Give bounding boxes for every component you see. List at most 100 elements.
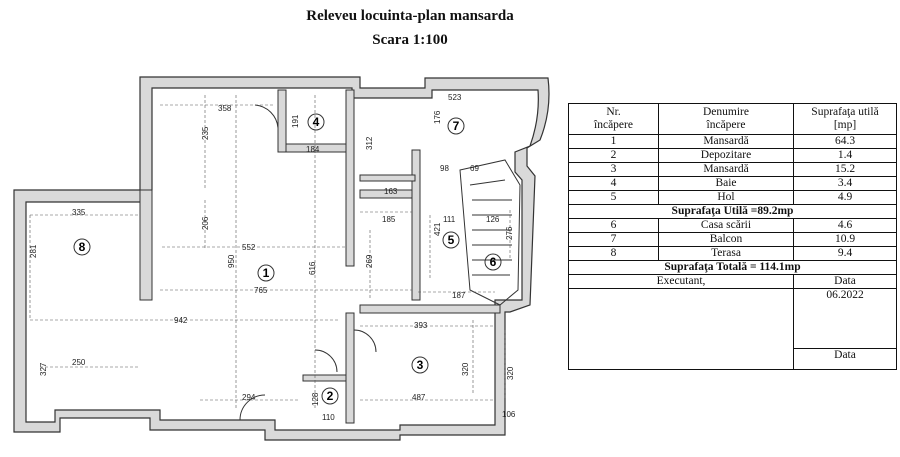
grand-total-row: Suprafaţa Totală = 114.1mp	[568, 260, 897, 275]
dim-label: 185	[382, 215, 396, 224]
cell: 3	[568, 162, 659, 177]
executant-label: Executant,	[568, 274, 794, 289]
header-room-number: Nr. încăpere	[568, 103, 659, 135]
room-number-5: 5	[448, 233, 455, 247]
header-area: Suprafaţa utilă [mp]	[793, 103, 897, 135]
signature-row: 06.2022	[568, 288, 897, 370]
drawing-title: Releveu locuinta-plan mansarda	[306, 8, 514, 24]
useful-total-row: Suprafaţa Utilă =89.2mp	[568, 204, 897, 219]
cell: 4.9	[793, 190, 897, 205]
cell: Balcon	[658, 232, 794, 247]
dim-label: 69	[470, 164, 479, 173]
dim-label: 98	[440, 164, 449, 173]
dim-label: 950	[227, 254, 236, 268]
dim-label: 335	[72, 208, 86, 217]
dim-label: 250	[72, 358, 86, 367]
cell: 7	[568, 232, 659, 247]
signature-area	[568, 288, 794, 370]
cell: 15.2	[793, 162, 897, 177]
date-row-2: Data	[569, 348, 897, 370]
cell: Casa scării	[658, 218, 794, 233]
grand-total: Suprafaţa Totală = 114.1mp	[568, 260, 897, 275]
dim-label: 184	[306, 145, 320, 154]
cell: 1.4	[793, 148, 897, 163]
dim-label: 128	[311, 392, 320, 406]
dim-label: 191	[291, 114, 300, 128]
cell: 6	[568, 218, 659, 233]
dim-label: 327	[39, 362, 48, 376]
dim-label: 187	[452, 291, 466, 300]
dim-label: 110	[322, 413, 335, 422]
cell: Mansardă	[658, 162, 794, 177]
cell: Hol	[658, 190, 794, 205]
dim-label: 393	[414, 321, 428, 330]
doors	[239, 104, 377, 421]
dim-label: 176	[433, 110, 442, 124]
room-number-7: 7	[453, 119, 460, 133]
room-labels: 1 2 3 4 5 6 7 8	[73, 113, 502, 405]
dim-label: 163	[384, 187, 398, 196]
cell: 5	[568, 190, 659, 205]
cell: 10.9	[793, 232, 897, 247]
cell: 3.4	[793, 176, 897, 191]
dim-label: 312	[365, 136, 374, 150]
useful-total: Suprafaţa Utilă =89.2mp	[568, 204, 897, 219]
cell: Baie	[658, 176, 794, 191]
room-number-6: 6	[490, 255, 497, 269]
cell: 9.4	[793, 246, 897, 261]
room-number-8: 8	[79, 240, 86, 254]
dim-label: 106	[502, 410, 516, 419]
floor-plan: 1 2 3 4 5 6 7 8 358 235 191 184 312 523 …	[13, 76, 550, 441]
cell: 4.6	[793, 218, 897, 233]
dim-label: 320	[461, 362, 470, 376]
dim-label: 294	[242, 393, 256, 402]
dim-label: 552	[242, 243, 256, 252]
dim-label: 487	[412, 393, 426, 402]
dim-label: 276	[505, 226, 514, 240]
dim-label: 281	[29, 244, 38, 258]
cell: Depozitare	[658, 148, 794, 163]
drawing-scale: Scara 1:100	[372, 32, 448, 48]
dim-label: 111	[443, 215, 456, 224]
dim-label: 235	[201, 126, 210, 140]
date-value: 06.2022	[793, 288, 897, 349]
executant-row: Executant, Data	[568, 274, 897, 289]
cell: 1	[568, 134, 659, 149]
dim-label: 269	[365, 254, 374, 268]
room-number-4: 4	[313, 115, 320, 129]
dim-label: 523	[448, 93, 462, 102]
dim-label: 206	[201, 216, 210, 230]
dimension-lines	[29, 95, 511, 410]
cell: Mansardă	[658, 134, 794, 149]
cell: 8	[568, 246, 659, 261]
room-number-3: 3	[417, 358, 424, 372]
areas-table: Nr. încăpere Denumire încăpere Suprafaţa…	[568, 103, 897, 370]
date-label: Data	[793, 274, 897, 289]
interior-walls	[139, 89, 501, 424]
dim-label: 942	[174, 316, 188, 325]
cell: 4	[568, 176, 659, 191]
header-room-name: Denumire încăpere	[658, 103, 794, 135]
cell: 2	[568, 148, 659, 163]
table-header-row: Nr. încăpere Denumire încăpere Suprafaţa…	[568, 103, 897, 135]
dim-label: 765	[254, 286, 268, 295]
date-label-2: Data	[793, 348, 897, 370]
dimension-labels: 358 235 191 184 312 523 176 163 98 69 33…	[29, 93, 516, 422]
room-number-1: 1	[263, 266, 270, 280]
dim-label: 320	[506, 366, 515, 380]
room-number-2: 2	[327, 389, 334, 403]
dim-label: 126	[486, 215, 500, 224]
dim-label: 616	[308, 261, 317, 275]
cell: 64.3	[793, 134, 897, 149]
outer-walls	[13, 76, 550, 441]
dim-label: 421	[433, 222, 442, 236]
cell: Terasa	[658, 246, 794, 261]
